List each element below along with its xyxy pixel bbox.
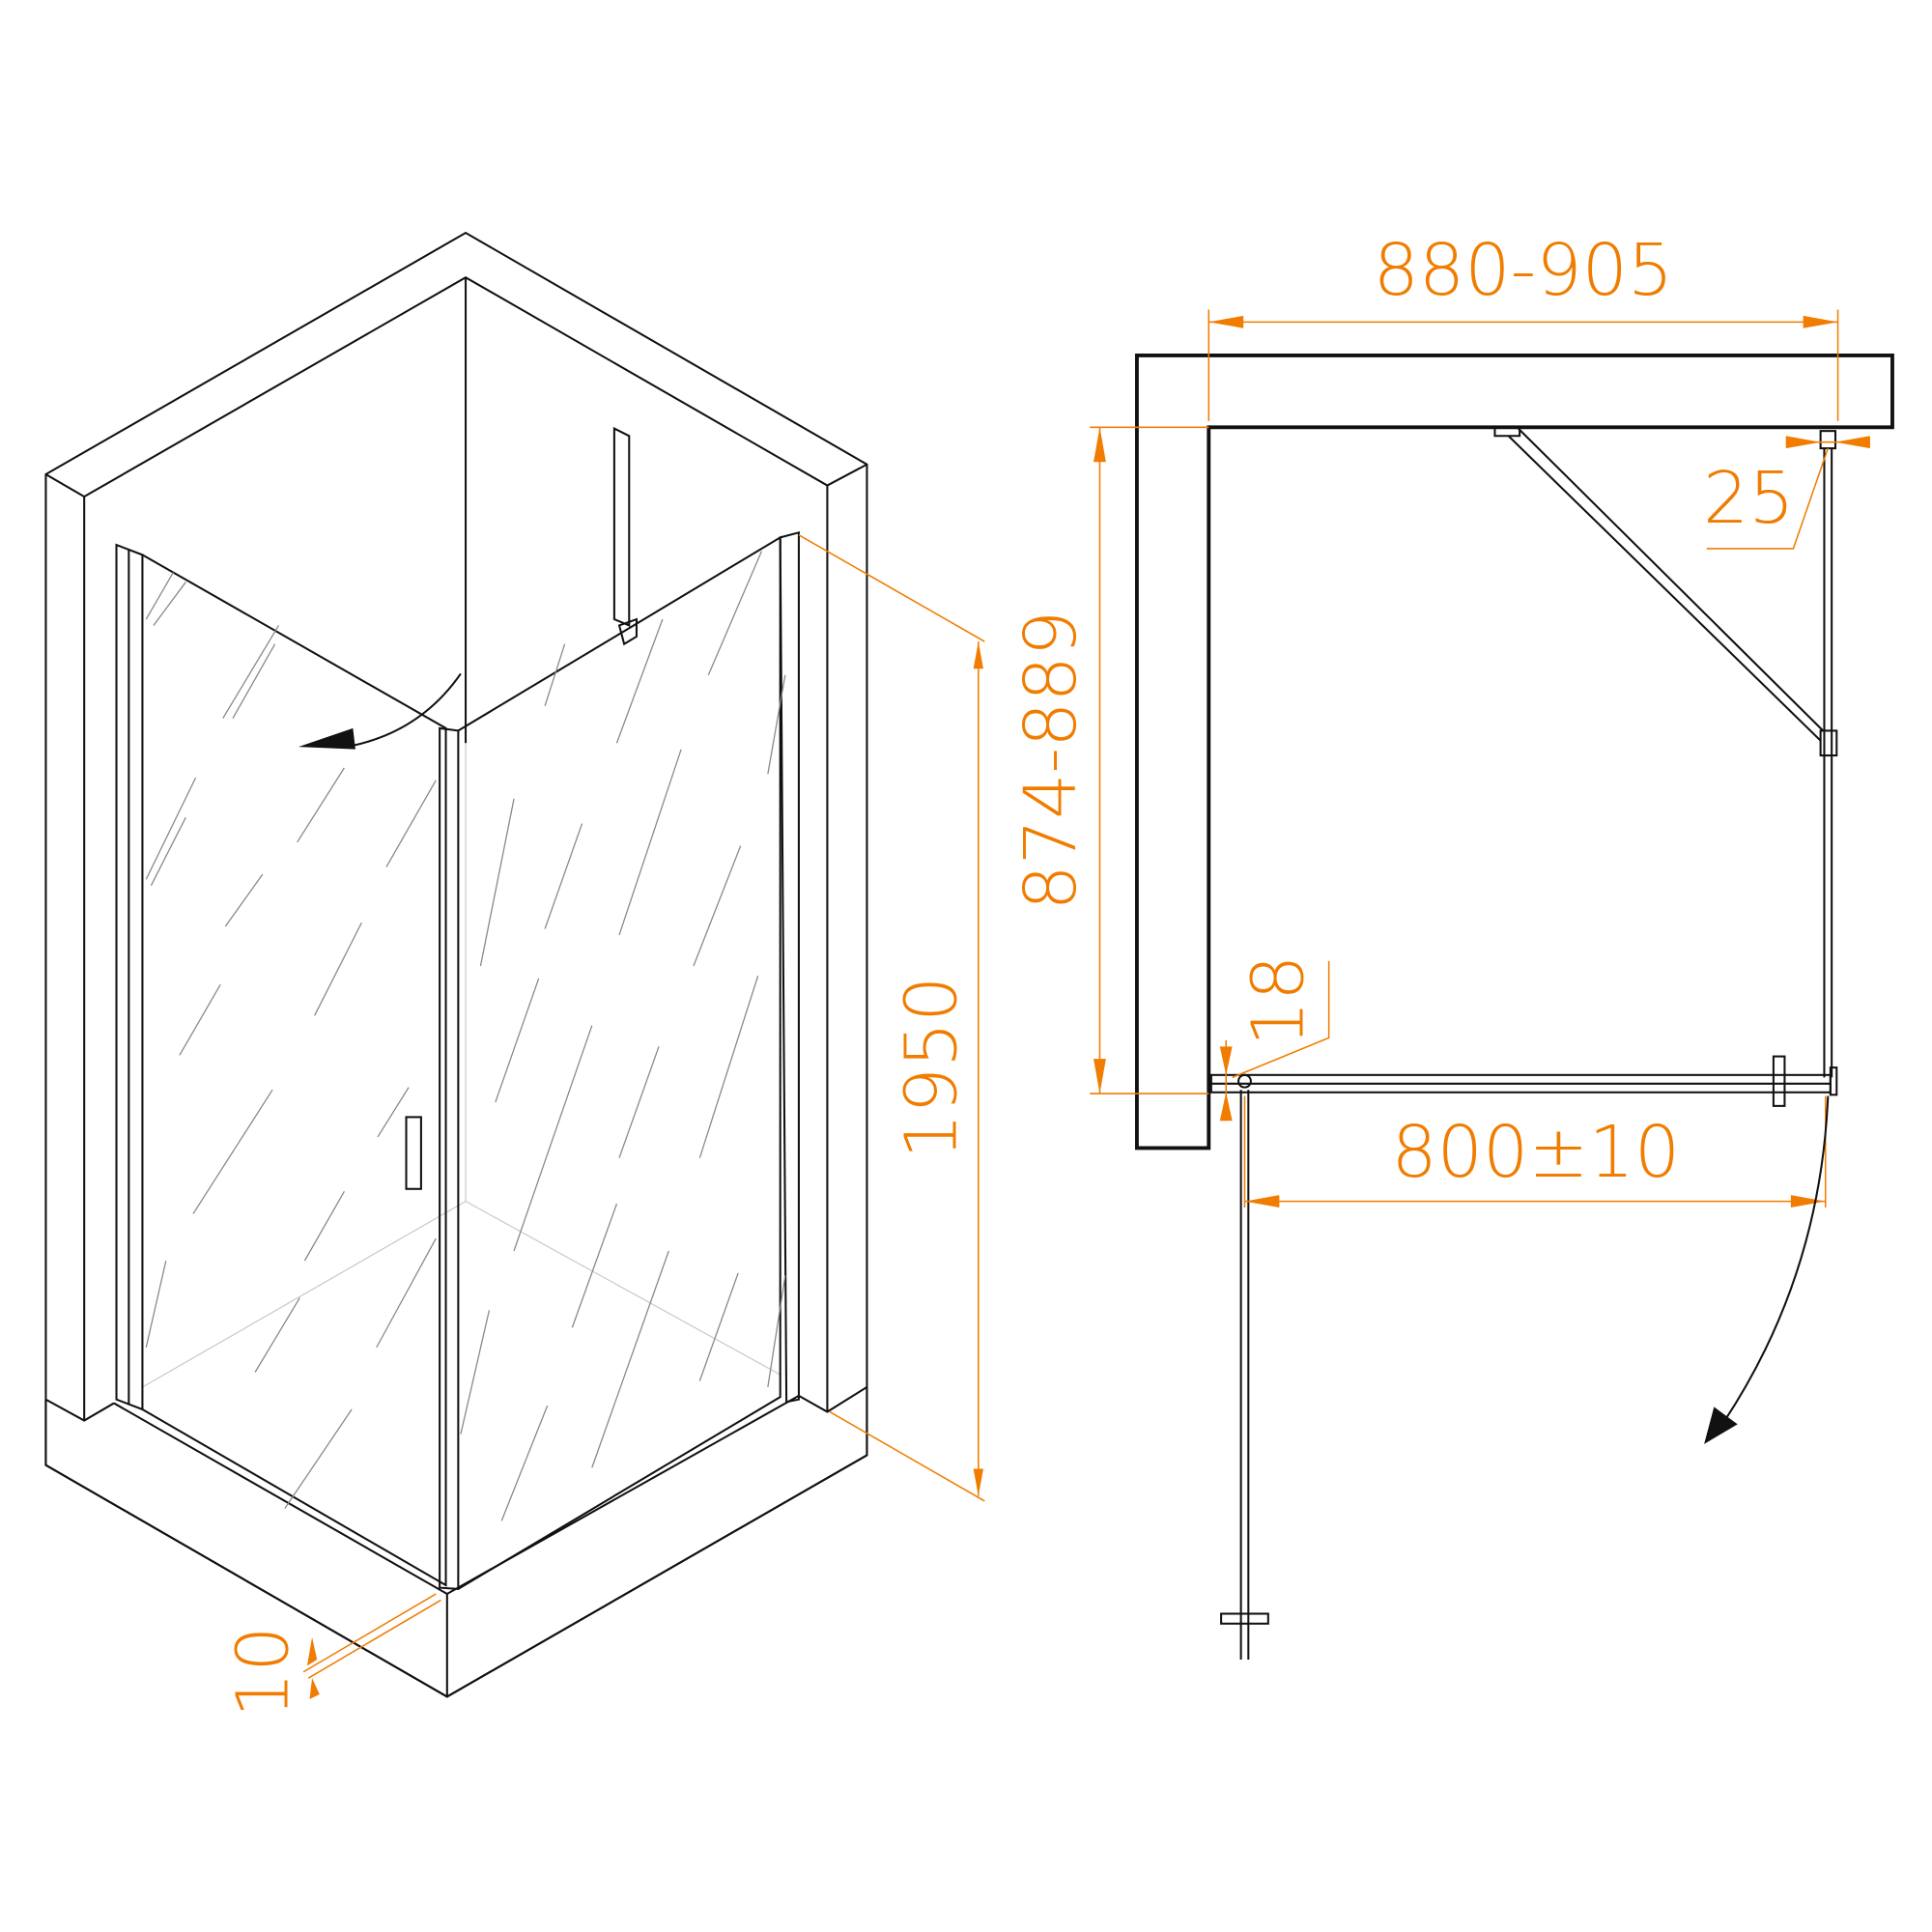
base-offset-label: 10 xyxy=(220,1626,304,1718)
room-outline xyxy=(44,231,868,1698)
side-offset-label: 25 xyxy=(1703,456,1795,540)
swing-arc-plan xyxy=(1722,1095,1830,1423)
handle-plan xyxy=(1772,1055,1786,1107)
stabilizer-bar xyxy=(612,426,631,627)
stabilizer-clamp xyxy=(1819,729,1838,757)
door-edge-profile xyxy=(439,726,460,1590)
wall-plan xyxy=(1135,354,1894,1151)
door-handle xyxy=(405,1116,422,1190)
swing-arc xyxy=(353,672,462,747)
tray-front xyxy=(44,1386,868,1698)
plan-view: 880-905 874-889 25 18 xyxy=(1009,228,1894,1660)
height-dimension-label: 1950 xyxy=(890,977,974,1159)
handle-open-plan xyxy=(1220,1612,1269,1625)
glass-texture xyxy=(145,551,786,1521)
right-profile xyxy=(779,530,800,1404)
depth-dimension-label: 874-889 xyxy=(1009,611,1093,911)
stabilizer-bar-plan xyxy=(1507,435,1822,742)
swing-arrow-icon xyxy=(1704,1406,1738,1444)
width-dimension-label: 880-905 xyxy=(1374,228,1674,312)
wall-top-edges xyxy=(44,275,867,498)
profile-width-label: 18 xyxy=(1236,955,1321,1047)
door-width-label: 800±10 xyxy=(1391,1110,1680,1194)
swing-arrow-icon xyxy=(298,727,355,750)
isometric-view: 1950 10 xyxy=(44,231,985,1718)
